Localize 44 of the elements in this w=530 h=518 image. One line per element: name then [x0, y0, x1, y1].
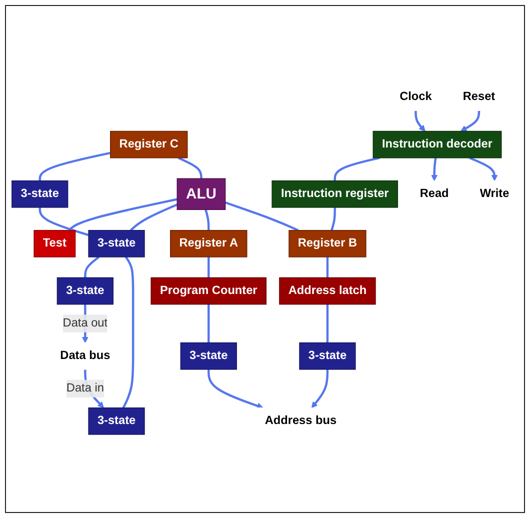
connector	[334, 156, 380, 181]
node-text: Read	[420, 187, 449, 200]
node-box: 3-state	[56, 277, 114, 304]
node-text: Clock	[400, 90, 432, 103]
arrow	[469, 156, 498, 181]
edge-label: Data in	[66, 382, 104, 394]
node-box: Register A	[170, 230, 248, 258]
node-box: Test	[34, 230, 76, 258]
connector	[178, 156, 202, 178]
node-box: Register C	[110, 130, 188, 158]
connector	[208, 304, 210, 343]
node-box: Program Counter	[150, 277, 267, 304]
node-text: Reset	[462, 90, 496, 103]
arrow	[208, 369, 264, 409]
arrow	[414, 110, 426, 132]
connector	[208, 256, 210, 278]
connector	[68, 198, 178, 231]
node-box: 3-state	[88, 407, 145, 435]
connector	[130, 203, 178, 231]
connector	[326, 304, 329, 343]
node-box: Instruction register	[272, 180, 398, 208]
connector	[204, 209, 210, 230]
node-text: Write	[480, 187, 510, 200]
node-text: Address bus	[264, 414, 337, 427]
node-box: Address latch	[279, 277, 376, 304]
connector	[326, 256, 329, 278]
node-text: Data bus	[60, 349, 110, 362]
connector	[84, 256, 100, 278]
node-box: Register B	[288, 230, 366, 258]
node-box: Instruction decoder	[372, 130, 502, 158]
connector	[122, 256, 134, 408]
node-box: 3-state	[12, 180, 68, 208]
connector	[330, 207, 336, 230]
connector	[224, 201, 299, 232]
node-box: 3-state	[299, 342, 356, 370]
arrow	[431, 158, 438, 181]
connector	[38, 152, 111, 181]
node-box: ALU	[176, 178, 226, 210]
arrow	[460, 110, 480, 132]
edge-label: Data out	[62, 316, 108, 330]
connector	[38, 207, 89, 236]
arrow	[311, 369, 329, 408]
node-box: 3-state	[88, 230, 145, 258]
node-box: 3-state	[180, 342, 237, 370]
